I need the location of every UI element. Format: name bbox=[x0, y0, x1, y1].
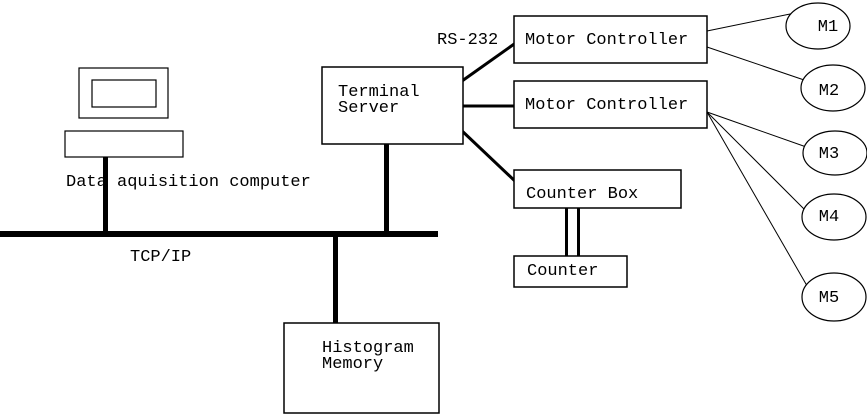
motor-m4-label: M4 bbox=[819, 208, 839, 227]
counter-link-left-line bbox=[565, 207, 568, 257]
motor-m1-ellipse bbox=[785, 2, 851, 50]
motor-controller-bottom-label: Motor Controller bbox=[525, 96, 688, 115]
terminal-server-label-line2: Server bbox=[338, 99, 399, 118]
counter-link-right-line bbox=[577, 207, 580, 257]
motor-controller-top-label: Motor Controller bbox=[525, 31, 688, 50]
terminal-server-to-counter-box-link bbox=[458, 127, 519, 185]
data-acquisition-computer-label: Data aquisition computer bbox=[66, 173, 311, 192]
histogram-memory-label-line1: Histogram bbox=[322, 339, 414, 358]
motor-m2-ellipse bbox=[800, 64, 866, 112]
terminal-server-bus-drop-line bbox=[384, 143, 389, 233]
terminal-server-box bbox=[321, 66, 464, 145]
tcpip-label: TCP/IP bbox=[130, 248, 191, 267]
terminal-server-label-line1: Terminal bbox=[338, 83, 420, 102]
rs232-label: RS-232 bbox=[437, 31, 498, 50]
motor-controller-bottom-box bbox=[513, 80, 708, 129]
histogram-memory-box bbox=[283, 322, 440, 414]
motor-controller-top-box bbox=[513, 15, 708, 64]
terminal-server-to-motor-controller-top-link bbox=[461, 40, 518, 83]
counter-node bbox=[513, 255, 628, 288]
histogram-memory-label-line2: Memory bbox=[322, 355, 383, 374]
motor-controller-bottom-to-m4-link bbox=[706, 111, 809, 214]
motor-m2-label: M2 bbox=[819, 82, 839, 101]
motor-controller-bottom-to-m5-link bbox=[706, 111, 811, 292]
monitor-screen-icon bbox=[91, 79, 157, 108]
data-acquisition-computer-icon bbox=[64, 67, 184, 158]
motor-m5-ellipse bbox=[801, 272, 867, 322]
motor-controller-top-to-m2-link bbox=[706, 46, 811, 83]
motor-m1-label: M1 bbox=[818, 18, 838, 37]
counter-box-node bbox=[513, 169, 682, 209]
motor-controller-bottom-to-m3-link bbox=[706, 111, 813, 150]
motor-m5-label: M5 bbox=[819, 289, 839, 308]
histogram-memory-bus-drop-line bbox=[333, 236, 338, 324]
keyboard-icon bbox=[64, 130, 184, 158]
motor-m4-ellipse bbox=[801, 193, 867, 241]
computer-bus-drop-line bbox=[103, 155, 108, 233]
counter-box-label: Counter Box bbox=[526, 185, 638, 204]
tcpip-bus-line bbox=[0, 231, 438, 237]
counter-label: Counter bbox=[527, 262, 598, 281]
motor-m3-label: M3 bbox=[819, 145, 839, 164]
motor-m3-ellipse bbox=[802, 130, 867, 176]
motor-controller-top-to-m1-link bbox=[706, 12, 796, 32]
